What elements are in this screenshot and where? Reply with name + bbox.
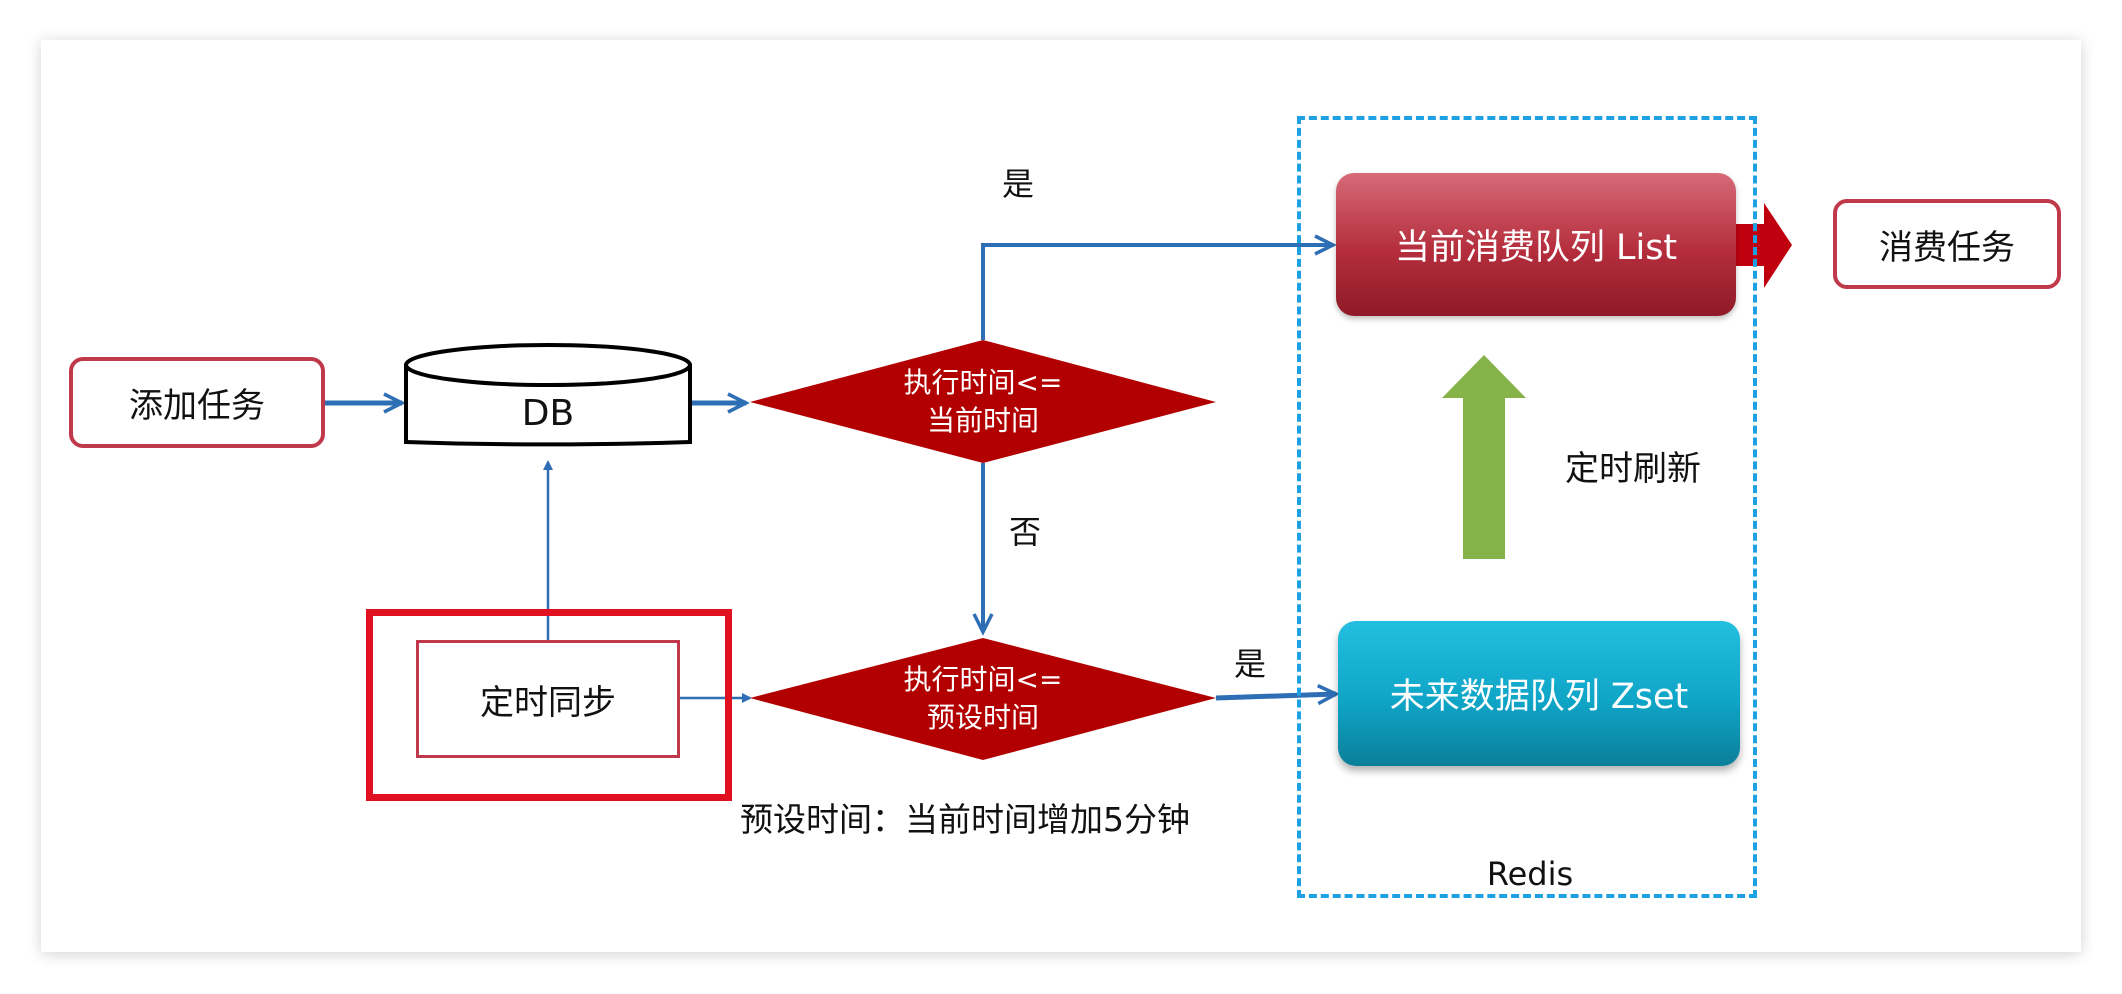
consume-task-label: 消费任务	[1879, 227, 2015, 268]
arrow-yes-to-zset	[1215, 684, 1340, 706]
db-cylinder	[404, 343, 692, 447]
refresh-arrow	[1442, 355, 1526, 559]
sync-box: 定时同步	[416, 640, 680, 758]
check-now-line-2: 当前时间	[926, 404, 1039, 437]
db-label: DB	[521, 392, 575, 434]
check-now-text: 执行时间<= 当前时间	[860, 360, 1106, 444]
add-task-label: 添加任务	[129, 386, 265, 426]
check-preset-line-1: 执行时间<=	[903, 663, 1063, 696]
add-task-box: 添加任务	[69, 357, 325, 448]
consume-task-box: 消费任务	[1833, 199, 2061, 289]
check-now-diamond	[750, 340, 1216, 463]
zset-queue-box: 未来数据队列 Zset	[1338, 621, 1740, 766]
list-queue-box: 当前消费队列 List	[1336, 173, 1736, 316]
redis-label: Redis	[1486, 855, 1574, 893]
sync-label: 定时同步	[480, 682, 616, 723]
arrow-yes-to-list	[981, 234, 1337, 340]
check-now-line-1: 执行时间<=	[903, 366, 1063, 399]
refresh-label: 定时刷新	[1565, 448, 1701, 489]
list-queue-label: 当前消费队列 List	[1394, 228, 1678, 268]
sync-highlight-frame	[366, 609, 732, 801]
preset-note: 预设时间：当前时间增加5分钟	[740, 800, 1190, 839]
redis-frame	[1297, 116, 1757, 898]
no-label: 否	[1008, 513, 1041, 551]
yes-bottom-label: 是	[1233, 645, 1266, 683]
check-preset-diamond	[750, 638, 1216, 760]
yes-top-label: 是	[1001, 165, 1034, 203]
zset-queue-label: 未来数据队列 Zset	[1389, 677, 1689, 717]
check-preset-line-2: 预设时间	[926, 701, 1039, 734]
check-preset-text: 执行时间<= 预设时间	[860, 657, 1106, 741]
consume-arrow	[1734, 203, 1792, 288]
